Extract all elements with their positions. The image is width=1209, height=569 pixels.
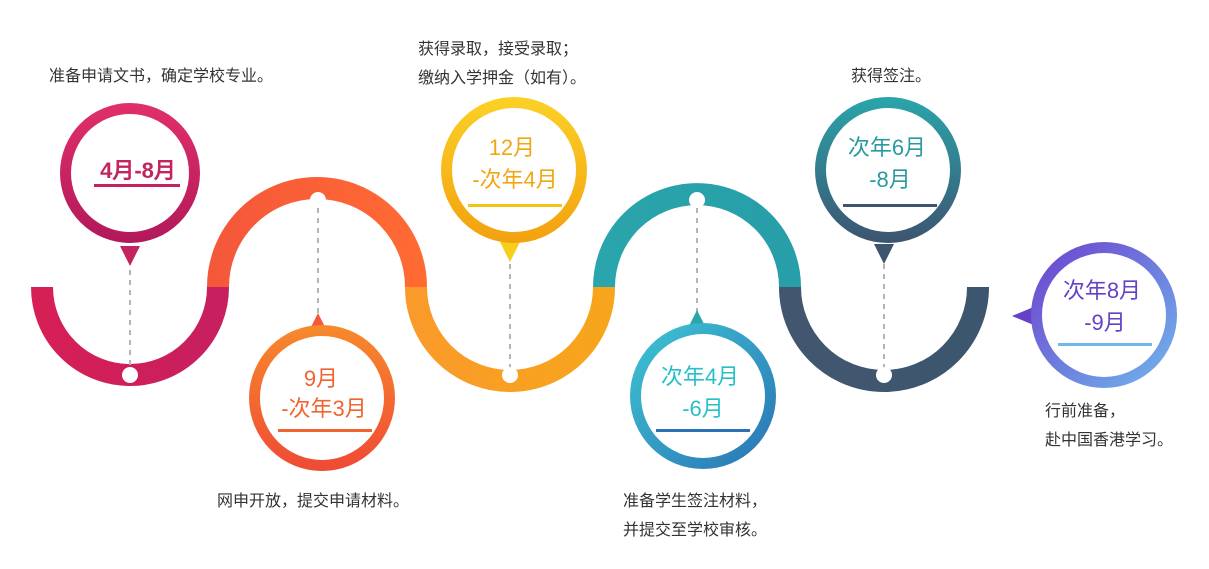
- underline-m1: [94, 184, 180, 187]
- pointer-m1: [120, 246, 140, 266]
- milestone-label-m5: 次年6月 -8月: [848, 135, 932, 192]
- milestone-label-m1: 4月-8月: [100, 158, 176, 183]
- pointer-m5: [874, 244, 894, 264]
- pointer-m3: [500, 242, 520, 262]
- pointer-m6: [1012, 306, 1036, 326]
- path-dot-m1: [122, 367, 138, 383]
- milestone-m3: 12月 -次年4月: [441, 97, 587, 262]
- path-dot-m3: [502, 367, 518, 383]
- description-m4: 准备学生签注材料， 并提交至学校审核。: [623, 491, 768, 539]
- milestone-label-m6: 次年8月 -9月: [1063, 278, 1147, 335]
- milestone-label-m3: 12月 -次年4月: [472, 135, 558, 192]
- path-segment-2: [207, 177, 427, 288]
- milestone-label-m2: 9月 -次年3月: [281, 366, 367, 421]
- milestone-m5: 次年6月 -8月: [815, 97, 961, 264]
- milestone-m4: 次年4月 -6月: [630, 310, 776, 469]
- description-m1: 准备申请文书，确定学校专业。: [49, 66, 274, 85]
- description-m6: 行前准备， 赴中国香港学习。: [1045, 401, 1174, 449]
- description-m2: 网申开放，提交申请材料。: [217, 491, 410, 510]
- path-dot-m5: [876, 367, 892, 383]
- description-m5: 获得签注。: [851, 66, 932, 85]
- milestone-m6: 次年8月 -9月: [1012, 242, 1177, 388]
- milestone-m1: 4月-8月: [60, 103, 200, 266]
- underline-m3: [468, 204, 562, 207]
- milestone-m2: 9月 -次年3月: [249, 313, 395, 471]
- underline-m5: [843, 204, 937, 207]
- path-dot-m4: [689, 192, 705, 208]
- milestone-label-m4: 次年4月 -6月: [661, 364, 745, 421]
- underline-m6: [1058, 343, 1152, 346]
- underline-m2: [278, 429, 372, 432]
- underline-m4: [656, 429, 750, 432]
- path-dot-m2: [310, 192, 326, 208]
- description-m3: 获得录取，接受录取； 缴纳入学押金（如有）。: [418, 39, 587, 87]
